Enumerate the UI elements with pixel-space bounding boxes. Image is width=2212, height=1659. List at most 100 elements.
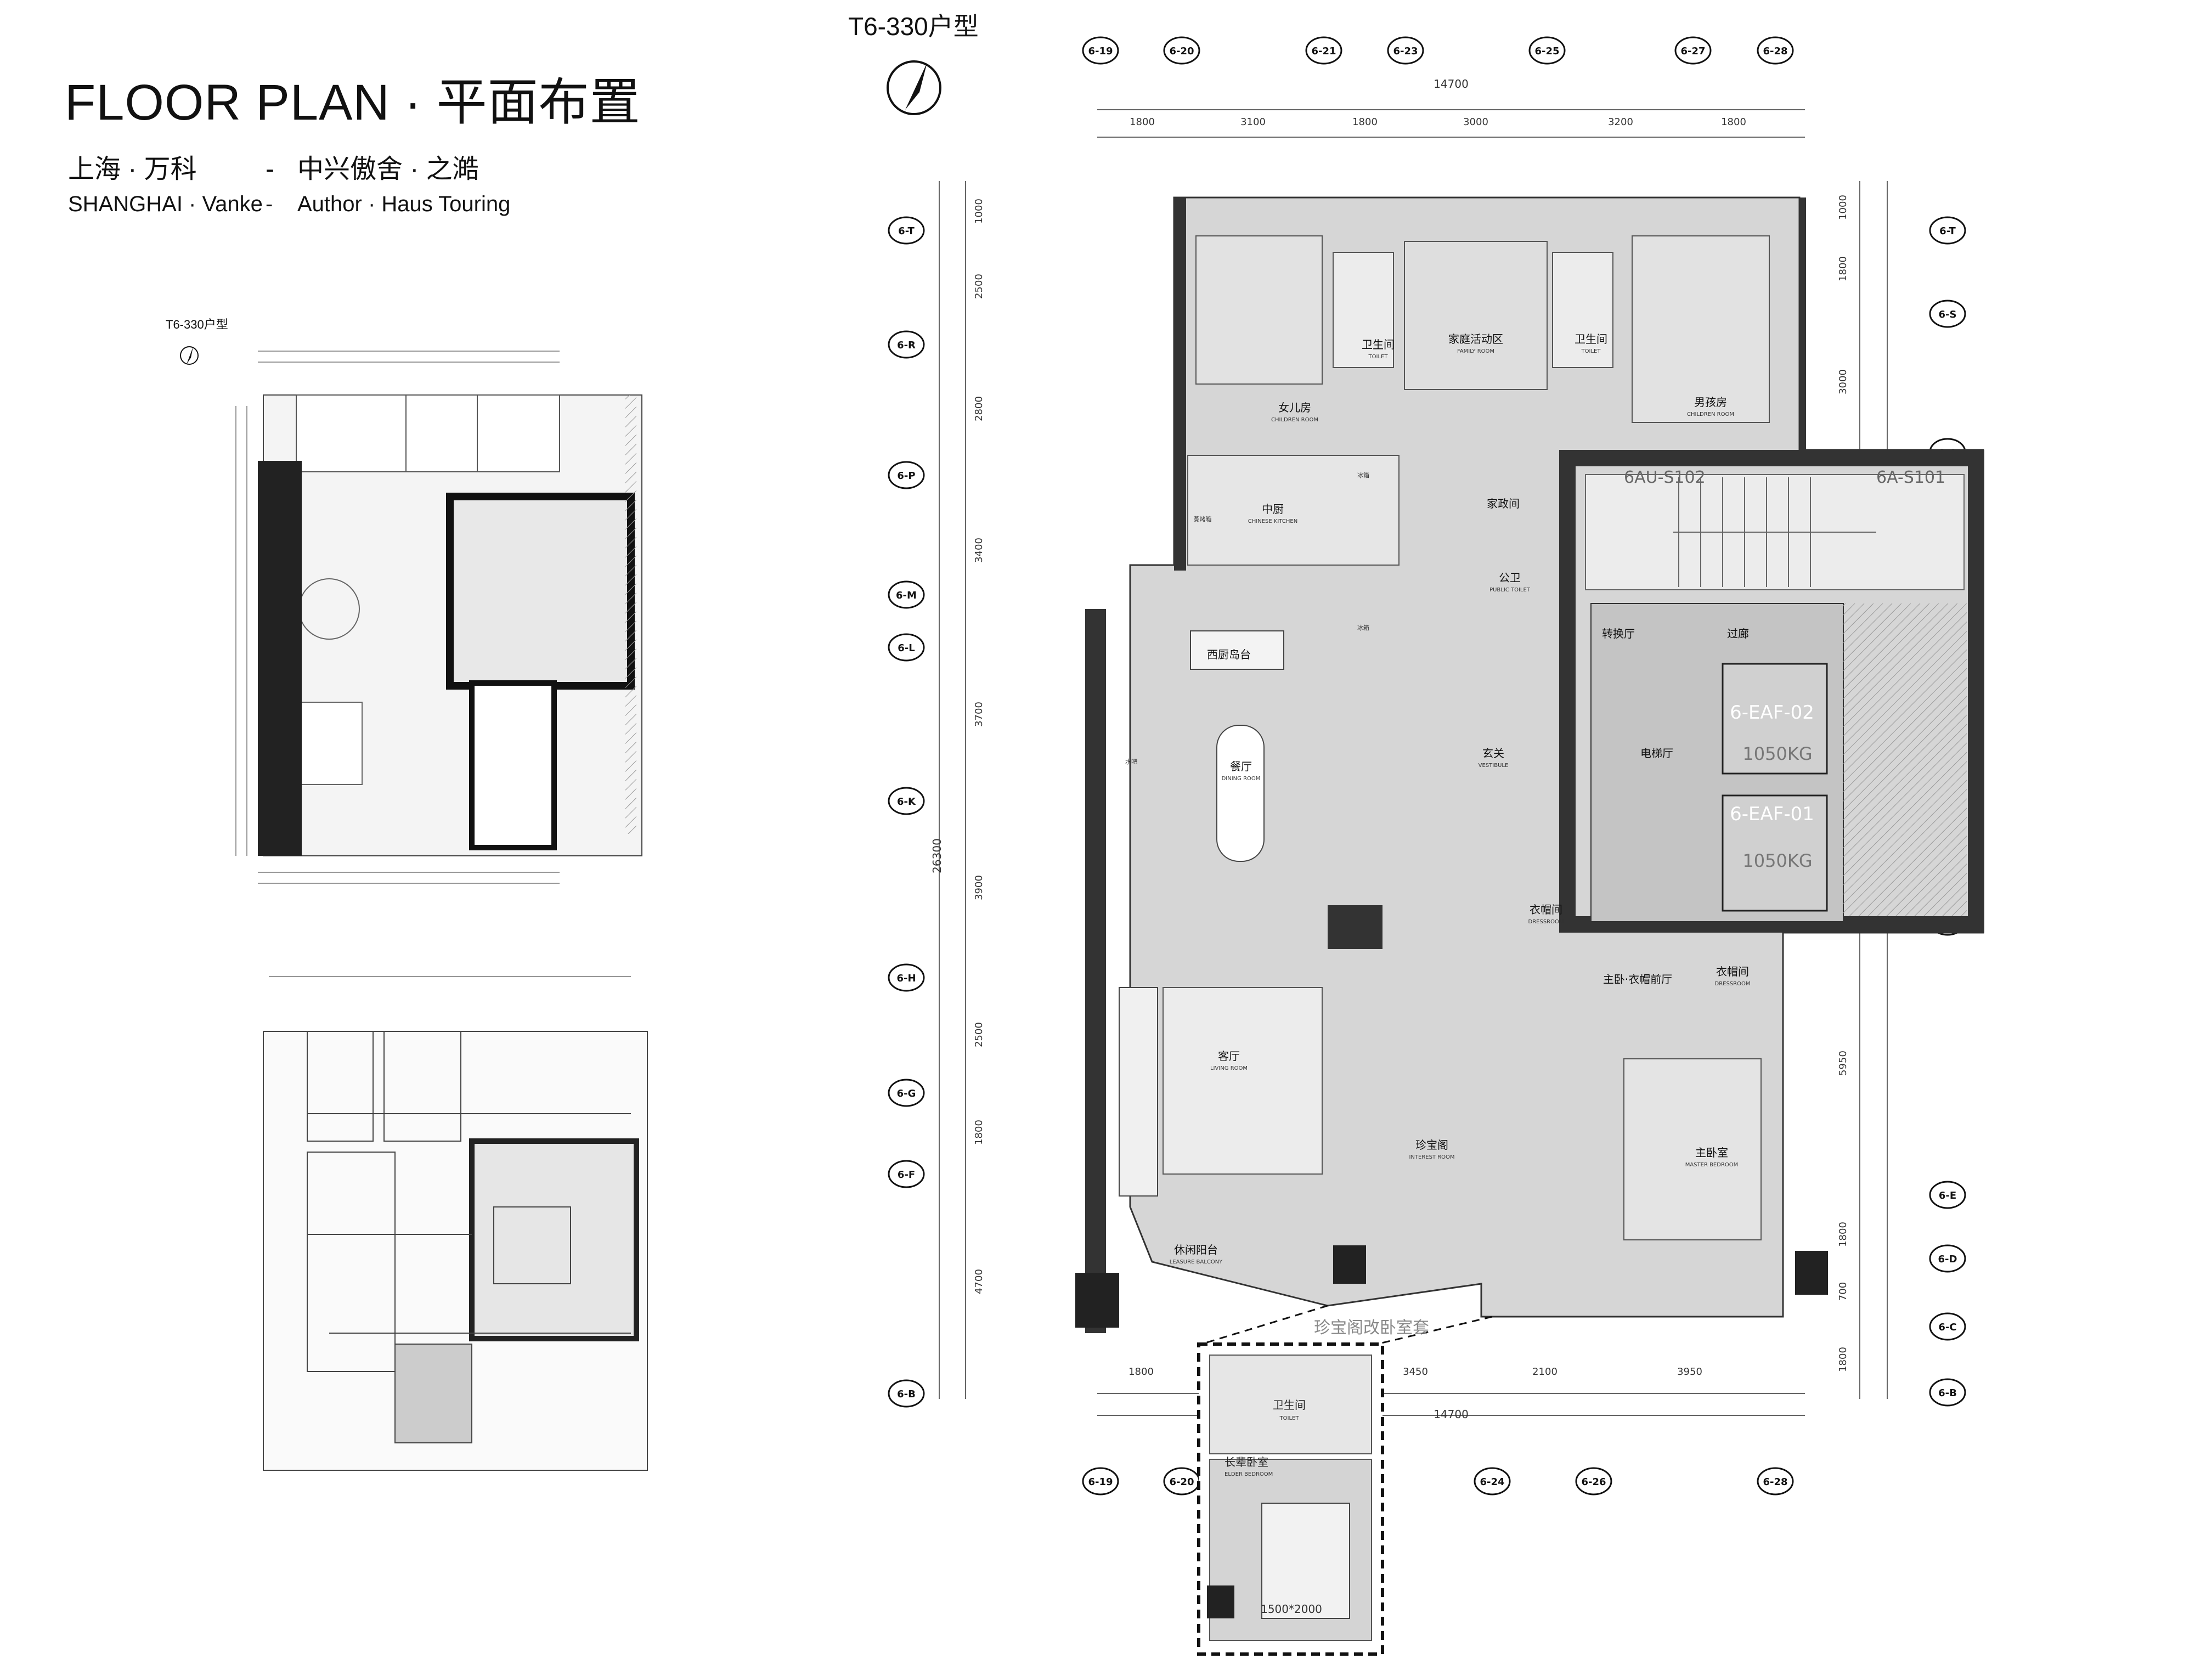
grid-label: 6-P	[897, 470, 915, 482]
room-name-cn: 电梯厅	[1640, 747, 1673, 760]
grid-bubble-top: 6-27	[1674, 36, 1712, 65]
inset-elder-bedroom	[1197, 1305, 1493, 1656]
room-name-cn: 珍宝阁	[1415, 1138, 1448, 1152]
room-label: 电梯厅	[1640, 747, 1673, 760]
room-name-en: CHINESE KITCHEN	[1248, 518, 1297, 524]
inset-caption: 珍宝阁改卧室套	[1314, 1318, 1429, 1338]
dimension-value: 1800	[1130, 116, 1155, 128]
dimension-value: 700	[1837, 1282, 1849, 1301]
room-name-cn: 西厨岛台	[1207, 648, 1251, 661]
inset-toilet-cn: 卫生间	[1273, 1398, 1306, 1412]
dimension-value: 1800	[1721, 116, 1746, 128]
fixture-label: 冰箱	[1357, 471, 1369, 479]
room-name-en: PUBLIC TOILET	[1489, 587, 1531, 593]
grid-label: 6-21	[1311, 46, 1336, 57]
grid-bubble-left: 6-H	[888, 963, 925, 992]
dimension-value: 3000	[1463, 116, 1488, 128]
total-width-top: 14700	[1434, 77, 1469, 91]
room-name-en: TOILET	[1368, 354, 1389, 360]
room-label: 西厨岛台	[1207, 648, 1251, 661]
grid-label: 6-T	[1939, 225, 1956, 237]
grid-bubble-top: 6-19	[1082, 36, 1119, 65]
grid-bubble-bottom: 6-28	[1757, 1467, 1794, 1496]
grid-bubble-top: 6-20	[1163, 36, 1200, 65]
grid-axis-left: 6-T6-R6-P6-M6-L6-K6-H6-G6-F6-B	[888, 216, 925, 1408]
grid-bubble-left: 6-K	[888, 787, 925, 815]
thumbnail-floor-plan	[235, 351, 642, 884]
room-label: 卫生间 TOILET	[1362, 338, 1395, 360]
room-label: 中厨 CHINESE KITCHEN	[1248, 503, 1297, 524]
separator-dash: -	[266, 155, 274, 184]
elevator-01-capacity: 1050KG	[1742, 850, 1812, 871]
grid-bubble-left: 6-T	[888, 216, 925, 245]
room-name-cn: 女儿房	[1278, 401, 1311, 414]
grid-label: 6-27	[1680, 46, 1705, 57]
grid-label: 6-G	[897, 1088, 916, 1099]
grid-label: 6-C	[1938, 1322, 1956, 1333]
dimension-value: 5950	[1837, 1051, 1849, 1076]
room-name-cn: 卫生间	[1362, 338, 1395, 351]
grid-label: 6-19	[1088, 1476, 1113, 1488]
inset-bed-size: 1500*2000	[1261, 1602, 1322, 1616]
grid-bubble-bottom: 6-19	[1082, 1467, 1119, 1496]
north-arrow-small-icon	[180, 346, 199, 365]
room-name-cn: 中厨	[1262, 503, 1284, 516]
grid-label: 6-E	[1939, 1190, 1956, 1201]
grid-label: 6-19	[1088, 46, 1113, 57]
grid-bubble-left: 6-M	[888, 580, 925, 609]
grid-bubble-right: 6-E	[1929, 1181, 1966, 1209]
dimension-value: 4700	[973, 1269, 985, 1294]
dimension-value: 3450	[1403, 1366, 1428, 1378]
grid-label: 6-24	[1480, 1476, 1504, 1488]
room-name-cn: 卫生间	[1575, 332, 1607, 346]
inset-bedroom-cn: 长辈卧室	[1224, 1455, 1268, 1469]
dimension-value: 2500	[973, 1022, 985, 1047]
dimension-value: 1800	[1352, 116, 1378, 128]
grid-bubble-top: 6-23	[1387, 36, 1424, 65]
grid-label: 6-T	[898, 225, 915, 237]
location-en: SHANGHAI · Vanke	[68, 192, 263, 216]
room-name-cn: 餐厅	[1230, 760, 1252, 773]
dimension-value: 3900	[973, 875, 985, 900]
grid-label: 6-23	[1393, 46, 1418, 57]
grid-label: 6-20	[1169, 46, 1194, 57]
room-name-cn: 主卧·衣帽前厅	[1603, 973, 1672, 986]
dimension-value: 1000	[973, 199, 985, 224]
room-name-cn: 家政间	[1487, 497, 1520, 510]
grid-bubble-right: 6-S	[1929, 300, 1966, 328]
author-credit: Author · Haus Touring	[297, 192, 511, 216]
elevator-02-capacity: 1050KG	[1742, 743, 1812, 764]
room-name-cn: 家庭活动区	[1448, 332, 1503, 346]
elevator-01-id: 6-EAF-01	[1730, 803, 1814, 825]
room-name-cn: 休闲阳台	[1174, 1243, 1218, 1256]
room-name-cn: 客厅	[1218, 1049, 1240, 1063]
dimension-value: 3200	[1608, 116, 1633, 128]
grid-bubble-right: 6-B	[1929, 1378, 1966, 1407]
room-name-cn: 公卫	[1499, 571, 1521, 584]
room-name-en: DRESSROOM	[1528, 919, 1564, 925]
inset-toilet-en: TOILET	[1279, 1415, 1300, 1421]
grid-bubble-left: 6-F	[888, 1160, 925, 1188]
grid-label: 6-R	[897, 340, 916, 351]
grid-label: 6-28	[1763, 46, 1787, 57]
separator-dash-en: -	[266, 192, 273, 216]
room-name-en: INTEREST ROOM	[1409, 1154, 1454, 1160]
grid-label: 6-L	[898, 642, 915, 654]
grid-label: 6-D	[1938, 1254, 1957, 1265]
grid-bubble-left: 6-G	[888, 1079, 925, 1107]
grid-bubble-left: 6-P	[888, 461, 925, 489]
dimension-value: 2100	[1532, 1366, 1558, 1378]
room-name-cn: 过廊	[1727, 627, 1749, 640]
grid-bubble-right: 6-T	[1929, 216, 1966, 245]
dimension-value: 3000	[1837, 369, 1849, 394]
